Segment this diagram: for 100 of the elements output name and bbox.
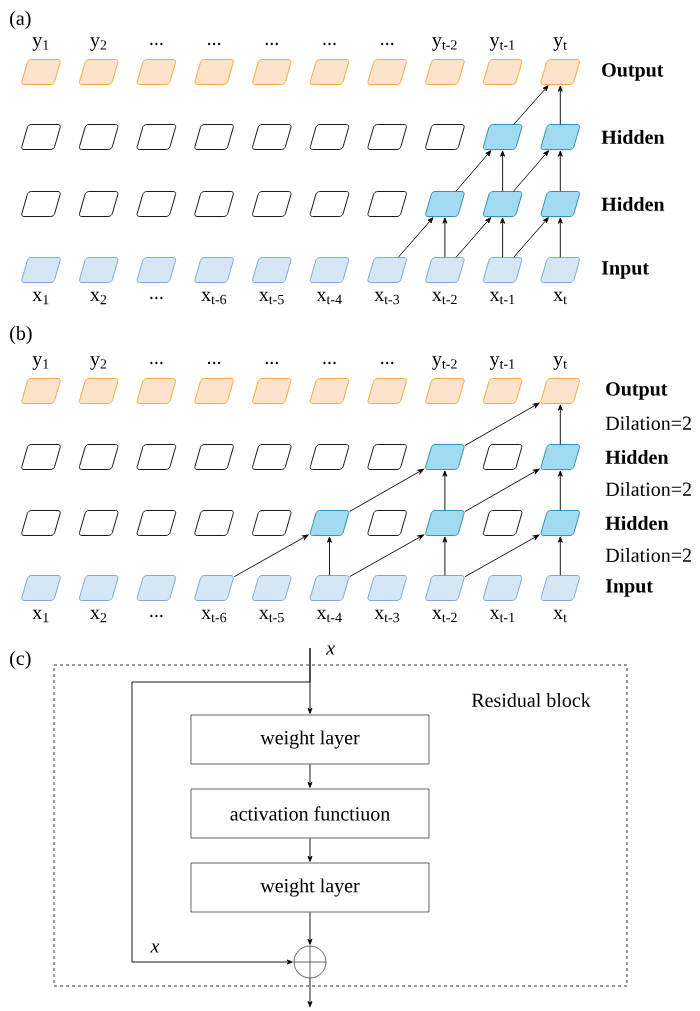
arrow <box>464 534 540 578</box>
cell-parallelogram <box>367 510 407 536</box>
node-label: x$_{t}$ <box>553 609 567 623</box>
node-label: x$_{t-3}$ <box>374 291 400 305</box>
cell-parallelogram <box>78 191 119 217</box>
cell-parallelogram <box>425 510 465 536</box>
cell-parallelogram <box>309 510 350 536</box>
cell-parallelogram <box>21 444 61 470</box>
node-label: x$_{t-2}$ <box>432 609 457 623</box>
node-label: x$_{t-2}$ <box>432 291 457 305</box>
cell-parallelogram <box>482 510 523 536</box>
node-label: x$_{t-5}$ <box>258 291 284 305</box>
layer-box: activation functiuon <box>190 788 430 839</box>
layer-label: Dilation=2 <box>605 415 691 431</box>
arrow <box>513 150 549 192</box>
arrow <box>442 470 448 511</box>
cell-parallelogram <box>540 191 581 217</box>
arrow <box>557 536 563 576</box>
arrow <box>557 150 563 192</box>
node-label: ... <box>207 42 221 46</box>
layer-label: Input <box>601 261 649 279</box>
node-label: y$_{t-1}$ <box>489 356 515 370</box>
arrow <box>500 150 506 192</box>
cell-parallelogram <box>482 191 523 217</box>
edge-label: x <box>149 942 161 954</box>
cell-parallelogram <box>194 444 234 470</box>
arrow <box>397 217 434 258</box>
cell-parallelogram <box>540 510 581 536</box>
arrow <box>349 468 425 512</box>
layer-label: Hidden <box>601 129 665 145</box>
node-label: y$_{t}$ <box>553 37 567 51</box>
cell-parallelogram <box>425 124 465 150</box>
node-label: x$_{t-5}$ <box>258 609 284 623</box>
cell-parallelogram <box>252 191 292 217</box>
node-label: x$_{1}$ <box>32 291 49 305</box>
cell-parallelogram <box>425 444 465 470</box>
panel-label: (c) <box>10 650 31 670</box>
node-label: x$_{1}$ <box>32 609 49 623</box>
node-label: y$_{t}$ <box>553 356 567 370</box>
node-label: x$_{t-4}$ <box>316 609 342 623</box>
arrow <box>513 85 549 125</box>
cell-parallelogram <box>309 191 350 217</box>
node-label: y$_{2}$ <box>90 37 107 51</box>
arrow <box>307 911 313 945</box>
cell-parallelogram <box>78 510 119 536</box>
arrow <box>442 217 448 258</box>
cell-parallelogram <box>252 510 292 536</box>
arrow <box>557 404 563 445</box>
node-label: y$_{1}$ <box>32 356 49 370</box>
cell-parallelogram <box>78 444 119 470</box>
cell-parallelogram <box>482 124 523 150</box>
arrow <box>327 536 332 576</box>
layer-label: Input <box>605 579 653 597</box>
arrow <box>307 837 313 862</box>
arrow <box>233 534 309 578</box>
cell-parallelogram <box>540 124 581 150</box>
layer-label: Output <box>606 382 668 400</box>
cell-parallelogram <box>194 191 234 217</box>
cell-parallelogram <box>194 510 234 536</box>
block-title: Residual block <box>471 692 591 708</box>
node-label: y$_{t-1}$ <box>489 37 515 51</box>
cell-parallelogram <box>194 124 234 150</box>
node-label: x$_{t}$ <box>553 291 567 305</box>
panel-label: (a) <box>10 10 31 30</box>
node-label: x$_{t-6}$ <box>201 291 227 305</box>
cell-parallelogram <box>136 124 177 150</box>
node-label: x$_{t-4}$ <box>316 291 342 305</box>
cell-parallelogram <box>21 510 61 536</box>
cell-parallelogram <box>309 444 350 470</box>
layer-label: Hidden <box>605 449 669 465</box>
arrow <box>464 402 540 446</box>
cell-parallelogram <box>252 124 292 150</box>
node-label: y$_{t-2}$ <box>432 356 457 370</box>
arrow <box>557 470 563 511</box>
layer-label: Dilation=2 <box>605 481 691 497</box>
node-label: ... <box>265 361 278 365</box>
sum-circle <box>293 945 327 979</box>
cell-parallelogram <box>252 444 292 470</box>
node-label: y$_{2}$ <box>90 356 107 370</box>
cell-parallelogram <box>425 191 465 217</box>
arrow <box>455 150 492 192</box>
node-label: ... <box>150 361 163 365</box>
cell-parallelogram <box>136 510 177 536</box>
layer-label: Output <box>602 63 664 81</box>
arrow <box>513 217 549 258</box>
panel-label: (b) <box>10 325 32 345</box>
arrow <box>307 977 313 1008</box>
arrow <box>455 217 492 258</box>
arrow <box>464 468 540 512</box>
cell-parallelogram <box>482 444 523 470</box>
cell-parallelogram <box>136 444 177 470</box>
node-label: x$_{t-1}$ <box>489 291 515 305</box>
layer-label: Dilation=2 <box>605 547 691 563</box>
arrow <box>442 536 448 576</box>
cell-parallelogram <box>540 444 581 470</box>
layer-label: Hidden <box>605 515 669 531</box>
node-label: ... <box>150 42 163 46</box>
node-label: ... <box>323 42 336 46</box>
cell-parallelogram <box>367 444 407 470</box>
cell-parallelogram <box>309 124 350 150</box>
